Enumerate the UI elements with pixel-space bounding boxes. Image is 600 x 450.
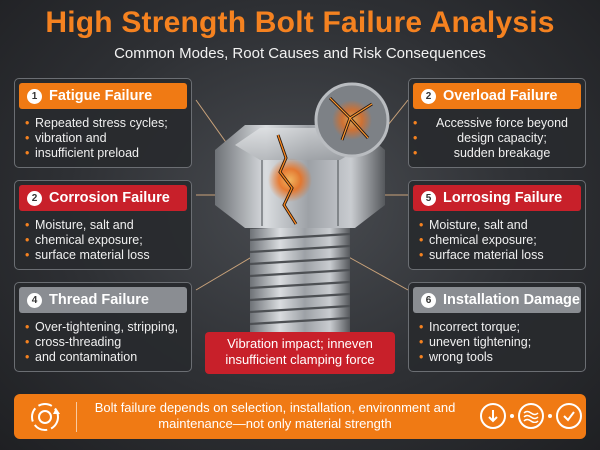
separator-dot (510, 414, 514, 418)
separator-dot (548, 414, 552, 418)
wave-icon (518, 403, 544, 429)
vibration-callout: Vibration impact; inneven insufficient c… (205, 332, 395, 374)
footer-message: Bolt failure depends on selection, insta… (94, 400, 456, 431)
footer-banner: Bolt failure depends on selection, insta… (14, 394, 586, 439)
page-subtitle: Common Modes, Root Causes and Risk Conse… (114, 45, 486, 62)
page-title: High Strength Bolt Failure Analysis (45, 6, 555, 39)
check-icon (556, 403, 582, 429)
down-arrow-icon (480, 403, 506, 429)
gear-cycle-icon (31, 403, 60, 431)
footer-divider (76, 402, 77, 432)
